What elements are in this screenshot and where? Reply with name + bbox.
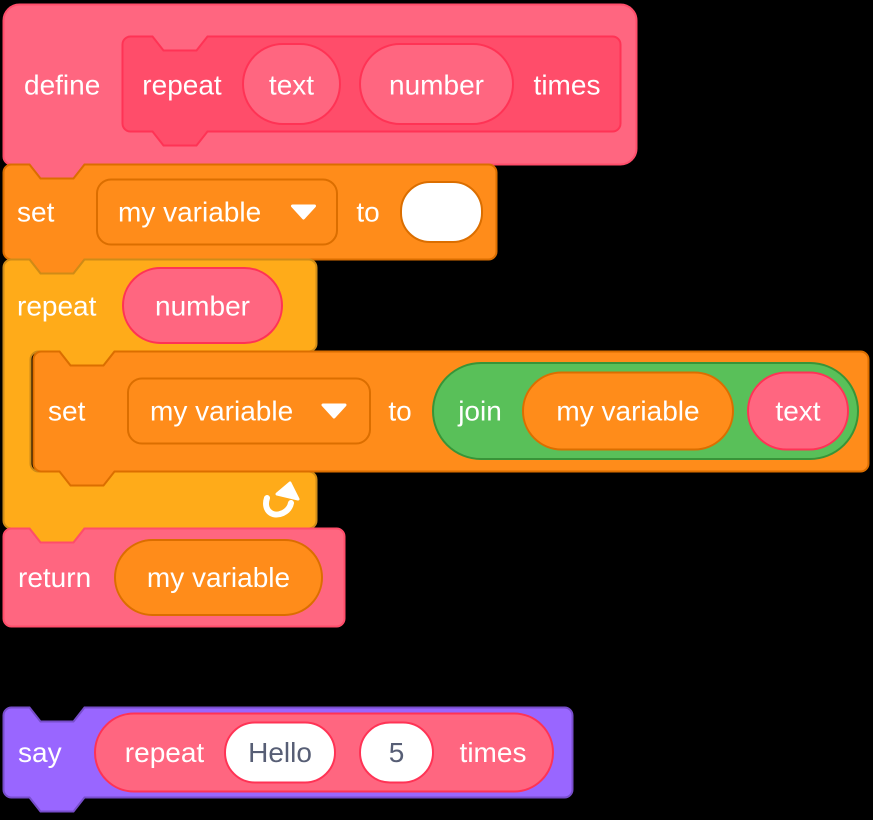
call-text-input[interactable]: [224, 721, 336, 784]
set-label: set: [17, 197, 55, 228]
param-number-label: number: [389, 70, 484, 101]
return-label: return: [18, 562, 91, 593]
chevron-down-icon: [291, 204, 316, 220]
prototype-repeat-label: repeat: [142, 70, 222, 101]
set-variable-block[interactable]: set my variable to: [2, 163, 498, 275]
call-repeat-label: repeat: [125, 737, 205, 768]
inner-variable-dropdown-field[interactable]: [127, 377, 371, 445]
value-input[interactable]: [400, 181, 483, 243]
say-label: say: [18, 737, 62, 768]
join-arg2-label: text: [775, 396, 820, 427]
param-text-oval[interactable]: [242, 43, 341, 125]
custom-block-call[interactable]: repeat Hello 5 times: [94, 712, 554, 793]
inner-variable-dropdown[interactable]: my variable: [127, 377, 371, 445]
call-number-input-value: 5: [389, 737, 405, 768]
define-hat-block[interactable]: define repeat text number times: [2, 3, 638, 180]
join-arg2-text-oval[interactable]: [747, 371, 849, 451]
inner-variable-dropdown-value: my variable: [150, 396, 293, 427]
return-argument-label: my variable: [147, 562, 290, 593]
repeat-times-argument-oval[interactable]: [122, 267, 283, 344]
return-block[interactable]: return my variable: [2, 527, 346, 628]
join-arg1-variable-oval[interactable]: [522, 371, 734, 451]
prototype-times-label: times: [534, 70, 601, 101]
call-text-input-value: Hello: [248, 737, 312, 768]
custom-block-prototype[interactable]: repeat text number times: [121, 35, 622, 147]
define-keyword-label: define: [24, 70, 100, 101]
join-label: join: [457, 396, 502, 427]
call-times-label: times: [460, 737, 527, 768]
say-block[interactable]: say repeat Hello 5 times: [2, 706, 574, 813]
inner-set-variable-block[interactable]: set my variable to join my variable text: [32, 350, 870, 487]
call-number-input[interactable]: [359, 721, 434, 784]
loop-arrow-icon: [263, 481, 300, 518]
variable-dropdown-field[interactable]: [96, 178, 338, 246]
repeat-label: repeat: [17, 291, 97, 322]
param-text-label: text: [269, 70, 314, 101]
join-operator-block[interactable]: join my variable text: [432, 362, 859, 460]
join-arg1-label: my variable: [556, 396, 699, 427]
to-label: to: [356, 197, 379, 228]
param-number-oval[interactable]: [359, 43, 514, 125]
inner-set-label: set: [48, 396, 86, 427]
return-argument-variable-oval[interactable]: [114, 539, 323, 616]
repeat-times-argument-label: number: [155, 291, 250, 322]
variable-dropdown-value: my variable: [118, 197, 261, 228]
chevron-down-icon: [321, 403, 347, 419]
variable-dropdown[interactable]: my variable: [96, 178, 338, 246]
inner-to-label: to: [388, 396, 411, 427]
